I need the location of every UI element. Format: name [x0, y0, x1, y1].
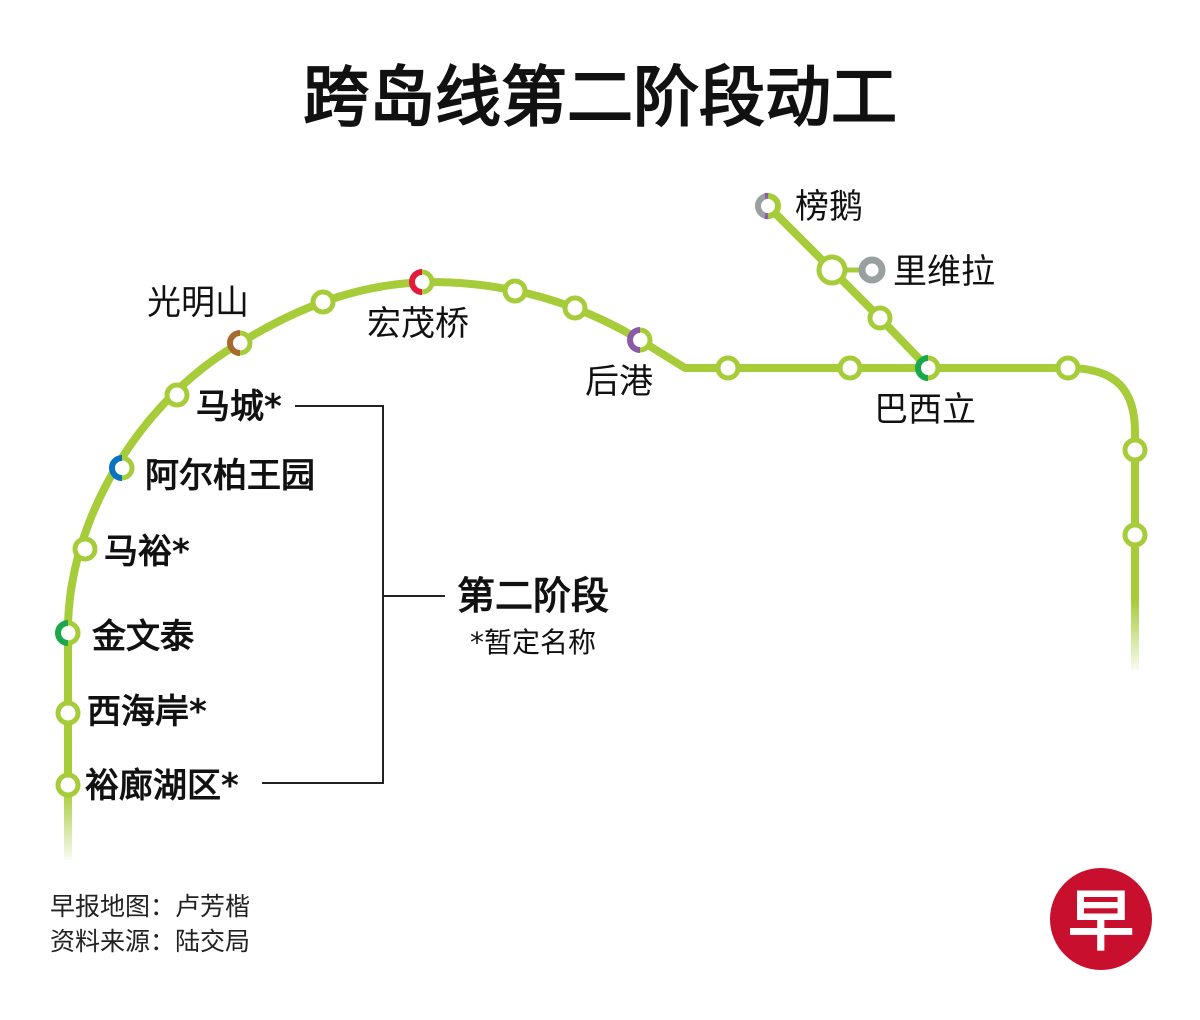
- station-marker: [837, 355, 863, 381]
- station-ma-yu: [72, 536, 98, 562]
- station-marker: [562, 295, 588, 321]
- station-marker: [55, 772, 81, 798]
- source-credit: 资料来源：陆交局: [50, 927, 250, 956]
- station-label-ang-mo-kio: 宏茂桥: [367, 304, 469, 344]
- station-east-station-2: [837, 355, 863, 381]
- station-label-king-albert-park: 阿尔柏王园: [145, 456, 315, 496]
- station-clementi: [55, 620, 81, 646]
- station-punggol-branch-station: [816, 254, 848, 286]
- station-east-station-3: [715, 355, 741, 381]
- station-east-station-5: [1122, 522, 1148, 548]
- punggol-branch-line: [765, 203, 931, 371]
- phase-bracket: [262, 405, 445, 784]
- station-marker: [1122, 522, 1148, 548]
- station-marker: [1122, 437, 1148, 463]
- station-marker: [72, 536, 98, 562]
- phase-label: 第二阶段: [457, 574, 609, 618]
- station-punggol: [755, 192, 781, 220]
- station-label-bright-hill: 光明山: [147, 283, 249, 323]
- station-bright-hill: [227, 330, 253, 356]
- station-station: [502, 278, 528, 304]
- station-pasir-ris: [915, 355, 941, 381]
- station-jurong-lake: [55, 772, 81, 798]
- station-king-albert-park: [109, 455, 135, 481]
- station-marker: [816, 254, 848, 286]
- interchange-green-arc: [915, 355, 929, 381]
- station-station: [562, 295, 588, 321]
- stations: [55, 192, 1148, 798]
- interchange-red-arc: [409, 269, 423, 295]
- station-east-station-4: [1122, 437, 1148, 463]
- interchange-brown-arc: [227, 330, 241, 356]
- interchange-blue-arc: [109, 455, 123, 481]
- station-marker: [715, 355, 741, 381]
- interchange-green-arc: [55, 620, 69, 646]
- map-credit: 早报地图：卢芳楷: [50, 892, 250, 921]
- station-hougang: [627, 327, 653, 353]
- interchange-purple-arc: [755, 193, 769, 219]
- station-marker: [867, 305, 893, 331]
- station-label-punggol: 榜鹅: [795, 187, 863, 227]
- station-station: [310, 289, 336, 315]
- logo-text: 早: [1068, 883, 1134, 960]
- station-east-station: [1055, 355, 1081, 381]
- station-marker: [858, 256, 886, 284]
- station-marker: [502, 278, 528, 304]
- station-marker: [310, 289, 336, 315]
- station-ang-mo-kio: [409, 269, 435, 295]
- station-label-clementi: 金文泰: [91, 617, 195, 657]
- station-riviera: [858, 256, 886, 284]
- line-fade-right: [1105, 600, 1165, 675]
- station-marker: [164, 382, 190, 408]
- station-label-ma-yu: 马裕*: [104, 532, 190, 572]
- station-branch-station: [867, 305, 893, 331]
- station-marker: [1055, 355, 1081, 381]
- station-west-coast: [55, 700, 81, 726]
- station-label-riviera: 里维拉: [893, 252, 995, 292]
- station-label-hougang: 后港: [585, 362, 653, 402]
- station-label-jurong-lake: 裕廊湖区*: [85, 766, 239, 806]
- station-label-west-coast: 西海岸*: [87, 692, 207, 732]
- station-marker: [55, 700, 81, 726]
- station-label-ma-cheng: 马城*: [196, 387, 282, 427]
- map-title: 跨岛线第二阶段动工: [303, 59, 897, 136]
- station-label-pasir-ris: 巴西立: [874, 390, 976, 430]
- provisional-name-note: *暂定名称: [470, 626, 596, 659]
- station-ma-cheng: [164, 382, 190, 408]
- zaobao-logo: 早: [1050, 868, 1152, 970]
- line-fade-left: [40, 790, 100, 865]
- interchange-purple-arc: [627, 327, 641, 353]
